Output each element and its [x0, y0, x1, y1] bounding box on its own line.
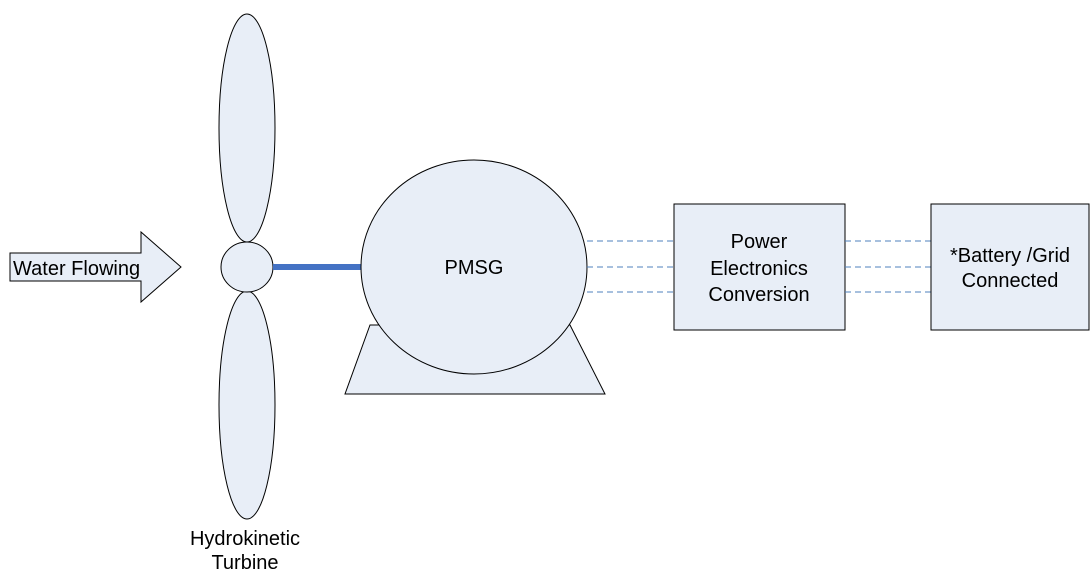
water-flow-arrow-shape — [9, 230, 182, 304]
converter-to-output-lines — [845, 240, 931, 293]
generator-to-converter-lines — [587, 240, 674, 293]
power-electronics-conversion: Power Electronics Conversion — [673, 203, 846, 331]
output-label-line1: *Battery /Grid — [950, 245, 1070, 267]
turbine-label-line2: Turbine — [211, 552, 278, 574]
converter-label-line3: Conversion — [708, 284, 809, 306]
turbine-blade-bottom — [218, 290, 276, 520]
water-flowing-label: Water Flowing — [13, 258, 140, 280]
battery-grid-output: *Battery /Grid Connected — [930, 203, 1090, 331]
pmsg-label: PMSG — [445, 257, 504, 279]
water-flow-arrow: Water Flowing — [9, 230, 182, 304]
converter-box — [673, 203, 846, 331]
hydrokinetic-turbine: Hydrokinetic Turbine — [190, 13, 300, 574]
turbine-label-line1: Hydrokinetic — [190, 528, 300, 550]
converter-label-line1: Power — [731, 231, 788, 253]
turbine-blade-top — [218, 13, 276, 243]
pmsg-generator: PMSG — [344, 159, 606, 395]
output-label-line2: Connected — [962, 270, 1059, 292]
turbine-hub — [220, 241, 274, 293]
converter-label-line2: Electronics — [710, 258, 808, 280]
output-box — [930, 203, 1090, 331]
